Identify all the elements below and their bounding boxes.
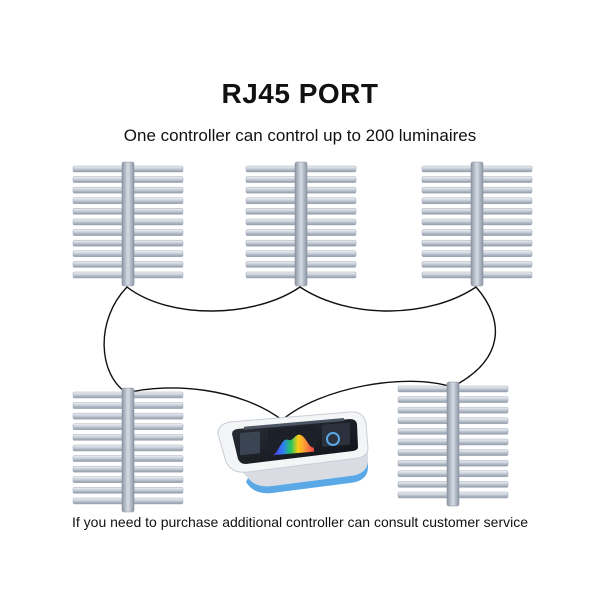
fixture-spine: [121, 161, 135, 287]
screen-status-bar: [244, 417, 344, 430]
led-grow-light-fixture-icon: [72, 161, 184, 287]
cable-connections: [103, 286, 497, 421]
cable-top-center-to-top-right: [299, 286, 477, 312]
spectrum-curve-icon: [272, 434, 314, 456]
cable-bottom-left-to-controller: [126, 387, 283, 421]
screen-sidebar-panel: [240, 431, 260, 455]
touchscreen-controller-icon: [217, 411, 369, 494]
led-grow-light-fixture-icon: [72, 387, 184, 513]
footer-note: If you need to purchase additional contr…: [71, 514, 529, 530]
fixture-spine: [446, 381, 460, 507]
page-subtitle: One controller can control up to 200 lum…: [123, 126, 477, 145]
led-grow-light-fixture-icon: [421, 161, 533, 287]
cable-top-left-to-top-center: [126, 286, 301, 312]
fixture-spine: [294, 161, 308, 287]
led-grow-light-fixture-icon: [245, 161, 357, 287]
cable-top-right-to-bottom-right: [451, 286, 497, 388]
gauge-dial-icon: [326, 432, 340, 446]
fixture-spine: [121, 387, 135, 513]
controller-accent-stripe: [246, 460, 368, 494]
led-grow-light-fixture-icon: [397, 381, 509, 507]
cable-top-left-to-bottom-left: [103, 286, 128, 394]
page-title: RJ45 PORT: [221, 78, 379, 109]
fixture-spine: [470, 161, 484, 287]
cable-controller-to-bottom-right: [281, 380, 453, 421]
